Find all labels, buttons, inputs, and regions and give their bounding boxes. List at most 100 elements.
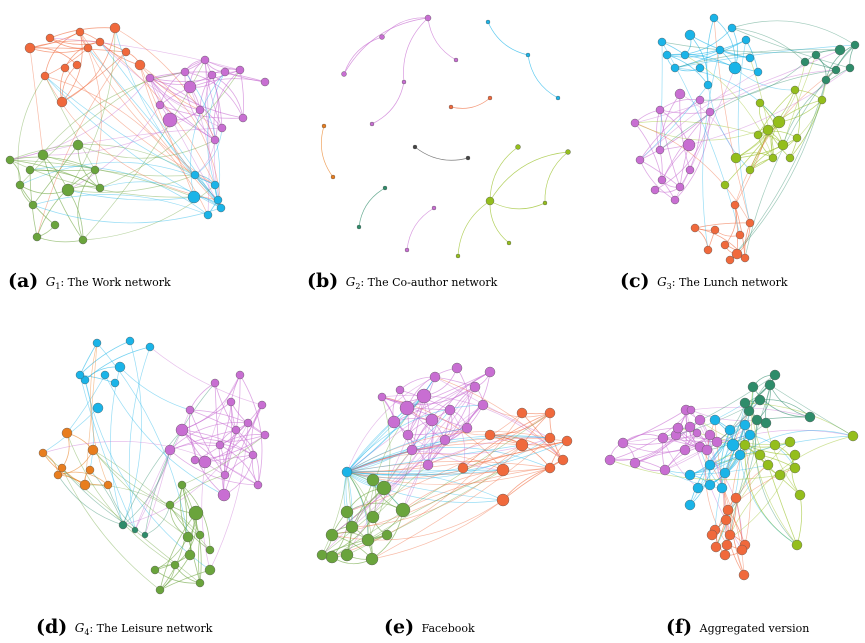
node [92,338,102,348]
node [727,23,737,33]
edge [521,412,564,461]
edge [9,156,96,171]
node [412,144,418,150]
edge [744,444,801,496]
node [177,480,187,490]
node [496,463,510,477]
edge [639,71,759,161]
graph-d [38,336,270,595]
edge [36,51,127,238]
edge [737,39,751,224]
edge [755,419,798,546]
node [738,569,750,581]
edge [346,471,369,541]
edge [684,54,759,73]
node [109,22,121,34]
node [740,253,750,263]
edge [690,409,758,422]
node [340,548,354,562]
node [401,79,407,85]
edge [44,75,219,201]
node [243,418,253,428]
edge [381,396,468,429]
node [719,549,731,561]
node [213,195,223,205]
node [220,470,230,480]
node [694,414,706,426]
node [402,429,414,441]
node [207,70,217,80]
edge [77,169,96,241]
node [762,459,774,471]
edge [406,207,435,251]
edge [204,404,263,463]
caption-text: : The Leisure network [89,622,213,635]
edge [209,422,249,571]
node [155,100,165,110]
node [257,400,267,410]
edge [99,41,216,186]
edge [684,54,774,159]
node [739,419,751,431]
edge [42,154,84,241]
edge [609,434,677,461]
edge [402,469,504,511]
node [730,152,742,164]
node [565,149,571,155]
node [121,47,131,57]
edge [149,346,263,406]
edge [502,467,551,501]
edge [449,409,466,469]
node [487,95,493,101]
edge [639,159,676,201]
edge [79,342,98,376]
edge [346,395,425,473]
edge [752,386,811,418]
edge [789,89,801,159]
node [431,205,437,211]
edge [321,386,476,556]
node [15,180,25,190]
edge [664,429,854,471]
node [356,224,362,230]
edge [346,404,484,473]
edge [622,409,687,444]
edge [713,17,751,224]
edge [139,64,195,198]
caption-label: (d) [36,616,68,638]
edge [489,146,519,202]
edge [79,31,222,209]
node [184,549,196,561]
node [722,504,734,516]
edge [207,71,226,186]
node [453,57,459,63]
node [248,450,258,460]
node [496,493,510,507]
edge [251,404,263,456]
edge [734,69,837,206]
node [794,489,806,501]
node [366,473,380,487]
edge [67,104,161,191]
node [195,530,205,540]
node [657,37,667,47]
edge [427,17,457,61]
node [131,526,139,534]
node [789,449,801,461]
node [845,63,855,73]
edge [149,71,266,83]
edge [402,439,446,511]
edge [674,111,711,201]
edge [159,512,197,591]
node [789,462,801,474]
node [831,65,841,75]
edge [371,499,504,560]
node [80,375,90,385]
edge [411,437,551,455]
edge [487,21,529,56]
edge [456,367,470,429]
edge [744,444,751,546]
edge [346,461,551,473]
node [506,240,512,246]
node [706,529,718,541]
